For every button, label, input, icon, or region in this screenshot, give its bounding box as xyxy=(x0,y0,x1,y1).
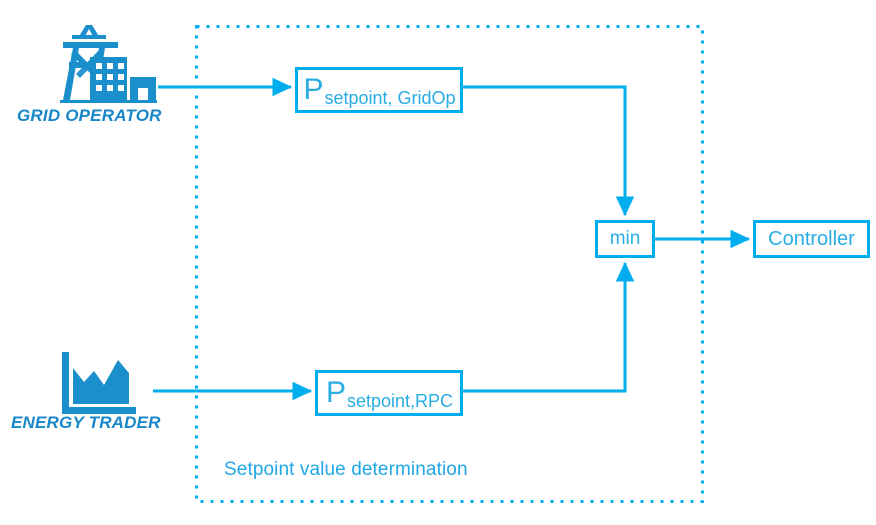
setpoint-rpc-subscript: setpoint,RPC xyxy=(346,391,454,411)
setpoint-gridop-symbol: P xyxy=(303,73,324,106)
block-min[interactable]: min xyxy=(595,220,655,258)
setpoint-gridop-subscript: setpoint, GridOp xyxy=(324,88,456,108)
transmission-tower-building-icon xyxy=(60,25,157,103)
actor-label-energy-trader: ENERGY TRADER xyxy=(11,413,161,432)
connector-setpointgridop-to-min xyxy=(463,85,635,217)
block-controller[interactable]: Controller xyxy=(753,220,870,258)
block-controller-label: Controller xyxy=(768,227,855,250)
block-min-label: min xyxy=(609,228,641,249)
market-chart-icon xyxy=(62,352,136,414)
actor-label-grid-operator: GRID OPERATOR xyxy=(17,106,162,125)
setpoint-group-label: Setpoint value determination xyxy=(224,459,468,480)
connector-setpointrpc-to-min xyxy=(463,261,635,393)
setpoint-rpc-symbol: P xyxy=(325,376,346,409)
setpoint-group-boundary xyxy=(195,25,704,503)
